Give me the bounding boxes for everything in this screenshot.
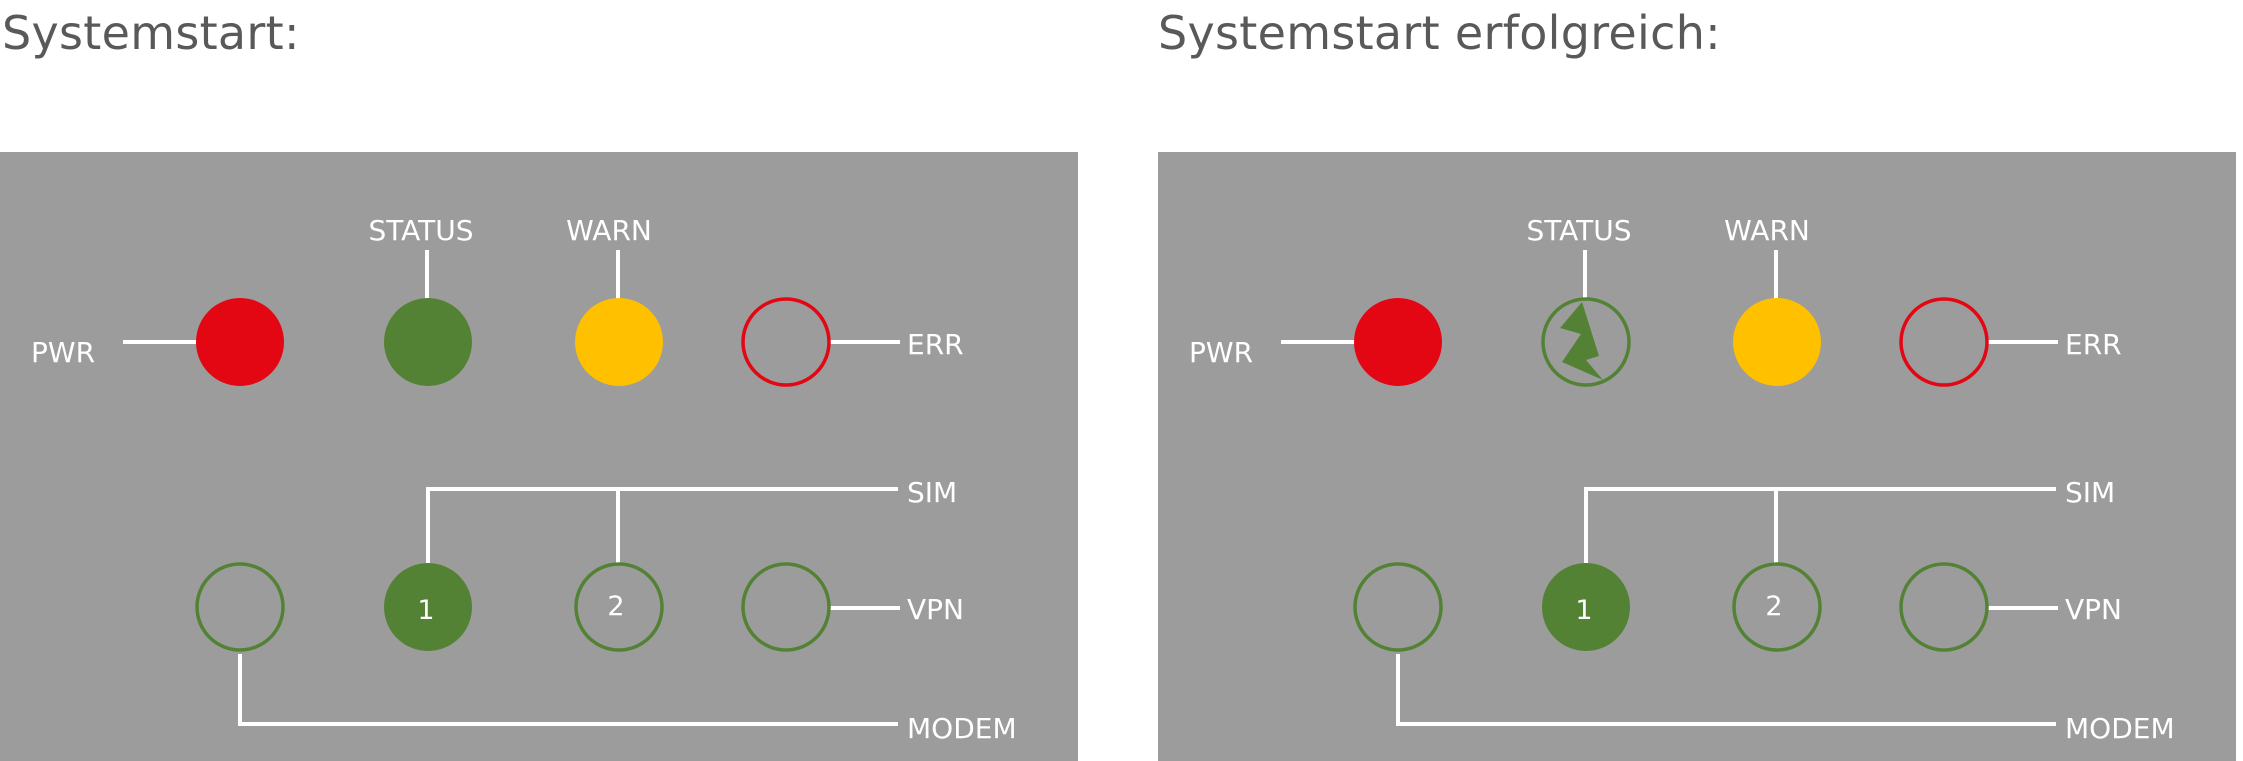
status-label: STATUS: [1526, 214, 1631, 247]
pwr-led: [1354, 298, 1442, 386]
panel-title-systemstart: Systemstart:: [2, 6, 300, 60]
modem-led: [1353, 562, 1443, 652]
lightning-icon: [1560, 302, 1603, 380]
modem-label: MODEM: [2065, 712, 2175, 745]
sim-label: SIM: [2065, 476, 2115, 509]
err-label: ERR: [907, 328, 964, 361]
sim-wire: [426, 487, 898, 563]
warn-led: [575, 298, 663, 386]
vpn-led: [1899, 562, 1989, 652]
status-led: [1541, 297, 1631, 387]
pwr-label: PWR: [31, 336, 95, 369]
modem-led: [195, 562, 285, 652]
led-panel-systemstart: STATUS WARN PWR ERR SIM VPN MODEM 1 2: [0, 152, 1078, 761]
vpn-label: VPN: [907, 593, 964, 626]
sim1-number: 1: [417, 595, 434, 626]
sim1-number: 1: [1575, 595, 1592, 626]
modem-wire: [1396, 654, 2056, 726]
led-panel-systemstart-erfolgreich: STATUS WARN PWR ERR SIM VPN MODEM 1 2: [1158, 152, 2236, 761]
err-led: [741, 297, 831, 387]
panel-background: [1158, 152, 2236, 761]
err-led: [1899, 297, 1989, 387]
sim1-led: [384, 563, 472, 651]
status-led: [384, 298, 472, 386]
pwr-led: [196, 298, 284, 386]
sim-wire: [1584, 487, 2056, 563]
sim2-led: [574, 562, 664, 652]
warn-label: WARN: [1724, 214, 1810, 247]
vpn-label: VPN: [2065, 593, 2122, 626]
modem-wire: [238, 654, 898, 726]
modem-label: MODEM: [907, 712, 1017, 745]
status-label: STATUS: [368, 214, 473, 247]
vpn-led: [741, 562, 831, 652]
sim2-led: [1732, 562, 1822, 652]
sim2-number: 2: [607, 591, 624, 622]
panel-title-systemstart-erfolgreich: Systemstart erfolgreich:: [1158, 6, 1721, 60]
sim1-led: [1542, 563, 1630, 651]
err-label: ERR: [2065, 328, 2122, 361]
sim-label: SIM: [907, 476, 957, 509]
pwr-label: PWR: [1189, 336, 1253, 369]
warn-label: WARN: [566, 214, 652, 247]
sim2-number: 2: [1765, 591, 1782, 622]
panel-background: [0, 152, 1078, 761]
warn-led: [1733, 298, 1821, 386]
